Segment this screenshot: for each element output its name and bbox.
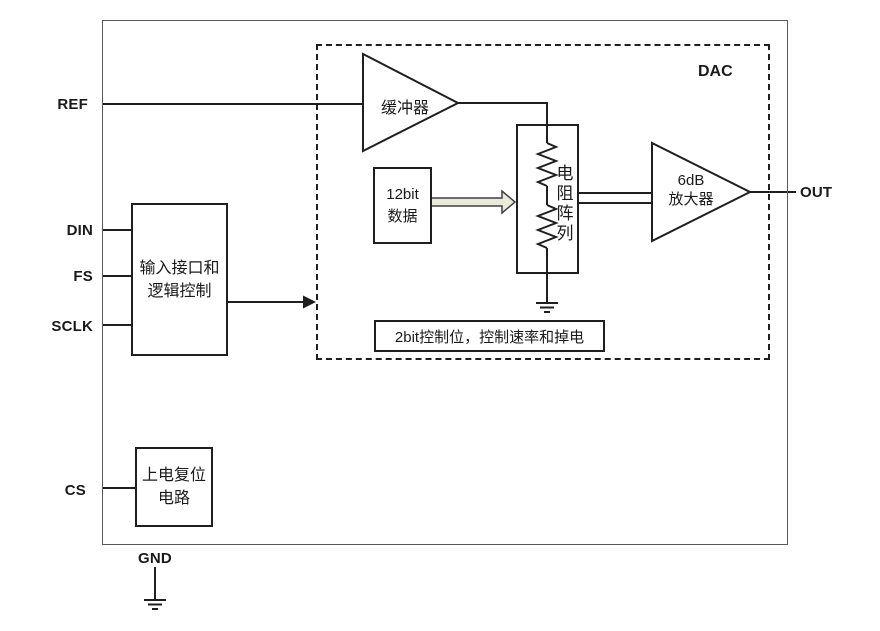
data-12bit-label-line1: 12bit	[386, 185, 419, 203]
bus-arrow-icon	[430, 189, 517, 215]
dac-region-label: DAC	[698, 63, 733, 80]
logic-control-block: 输入接口和 逻辑控制	[131, 203, 228, 356]
resistor-array-block: 电阻阵列	[516, 124, 579, 274]
logic-control-label-line2: 逻辑控制	[147, 282, 212, 300]
pin-label-out: OUT	[800, 184, 833, 201]
pin-label-fs: FS	[73, 268, 93, 285]
control-note-box: 2bit控制位，控制速率和掉电	[374, 320, 605, 352]
control-note-label: 2bit控制位，控制速率和掉电	[394, 328, 585, 346]
ground-icon	[144, 599, 166, 610]
chip-boundary-box	[102, 20, 788, 545]
resistor-icon	[535, 142, 559, 187]
buffer-amp-triangle	[362, 52, 461, 153]
pin-label-gnd: GND	[138, 550, 172, 567]
buffer-output-wire	[458, 102, 548, 143]
ground-icon	[536, 302, 558, 313]
pin-label-cs: CS	[64, 482, 86, 499]
gain-amp-label-line2: 放大器	[668, 191, 714, 208]
power-on-reset-block: 上电复位 电路	[135, 447, 213, 527]
por-label-line2: 电路	[157, 490, 190, 507]
gain-amp-triangle	[651, 141, 753, 243]
buffer-amp-label: 缓冲器	[380, 100, 429, 117]
pin-label-din: DIN	[66, 222, 93, 239]
dac-region-box	[316, 44, 770, 360]
resistor-icon	[535, 204, 559, 249]
data-12bit-label-line2: 数据	[387, 207, 418, 225]
logic-control-label-line1: 输入接口和	[139, 259, 220, 277]
pin-label-ref: REF	[57, 96, 88, 113]
por-label-line1: 上电复位	[141, 467, 206, 484]
data-12bit-block: 12bit 数据	[373, 167, 432, 244]
pin-label-sclk: SCLK	[51, 318, 93, 335]
resistor-array-label: 电阻阵列	[556, 164, 574, 243]
gain-amp-label-line1: 6dB	[677, 172, 705, 189]
arrowhead-icon	[303, 295, 316, 309]
